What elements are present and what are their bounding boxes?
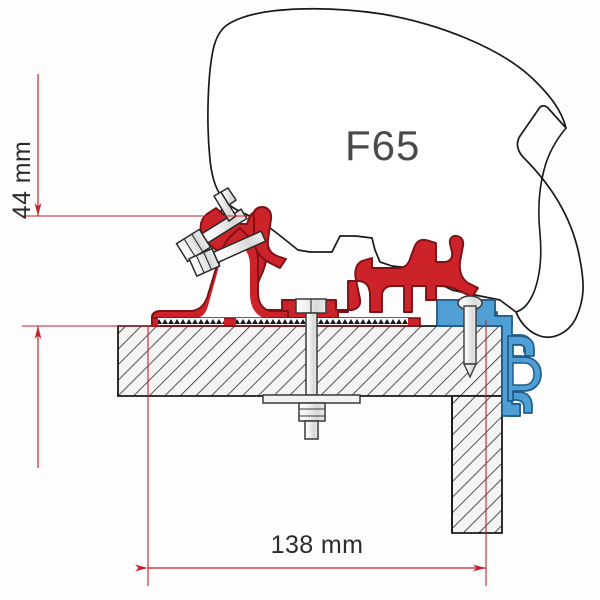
bracket-bolt-lower-shank [212, 230, 267, 264]
awning-case-inner-seam [515, 127, 567, 313]
dimension-width: 138 mm [135, 320, 487, 586]
adapter-left-foot-pad [158, 318, 224, 325]
adapter-hook-head [252, 206, 287, 269]
bracket-bolt-upper-facet-2 [191, 233, 204, 253]
gutter-rail-flange [436, 299, 521, 417]
rivet-point [462, 363, 478, 379]
bracket-bolt-upper-shank [200, 208, 248, 244]
bracket-bolt-lower [188, 230, 267, 278]
bracket-bolt-upper-facet-1 [183, 238, 196, 257]
rivet-shank [463, 305, 477, 365]
dimension-height: 44 mm [8, 74, 248, 468]
center-bolt-nut [298, 402, 326, 422]
bracket-bolt-lower-facet-2 [203, 252, 212, 270]
awning-case: F65 [207, 7, 584, 338]
side-wall-section [451, 395, 503, 534]
bracket-bolt-upper [175, 208, 248, 263]
center-bolt-thread-tail [304, 420, 319, 440]
adapter-left-riser-void [178, 242, 278, 318]
side-wall [451, 395, 503, 534]
center-bolt-washer [262, 394, 361, 404]
product-label: F65 [345, 122, 420, 169]
adapter-rail [151, 206, 479, 327]
awning-case-outline [207, 7, 584, 338]
bracket-stud-tip [219, 187, 238, 207]
gutter-rail-hook-void [512, 362, 535, 386]
rivet-pin [457, 295, 483, 379]
width-dimension-label: 138 mm [271, 531, 364, 559]
center-bolt [262, 298, 361, 440]
gutter-rail [436, 299, 542, 417]
center-bolt-shank [305, 312, 318, 396]
adapter-center-foot-pad [236, 318, 408, 325]
height-dimension-label: 44 mm [8, 141, 36, 219]
bracket-bolt-lower-facet-1 [195, 255, 205, 274]
bracket-bolts [175, 187, 267, 278]
